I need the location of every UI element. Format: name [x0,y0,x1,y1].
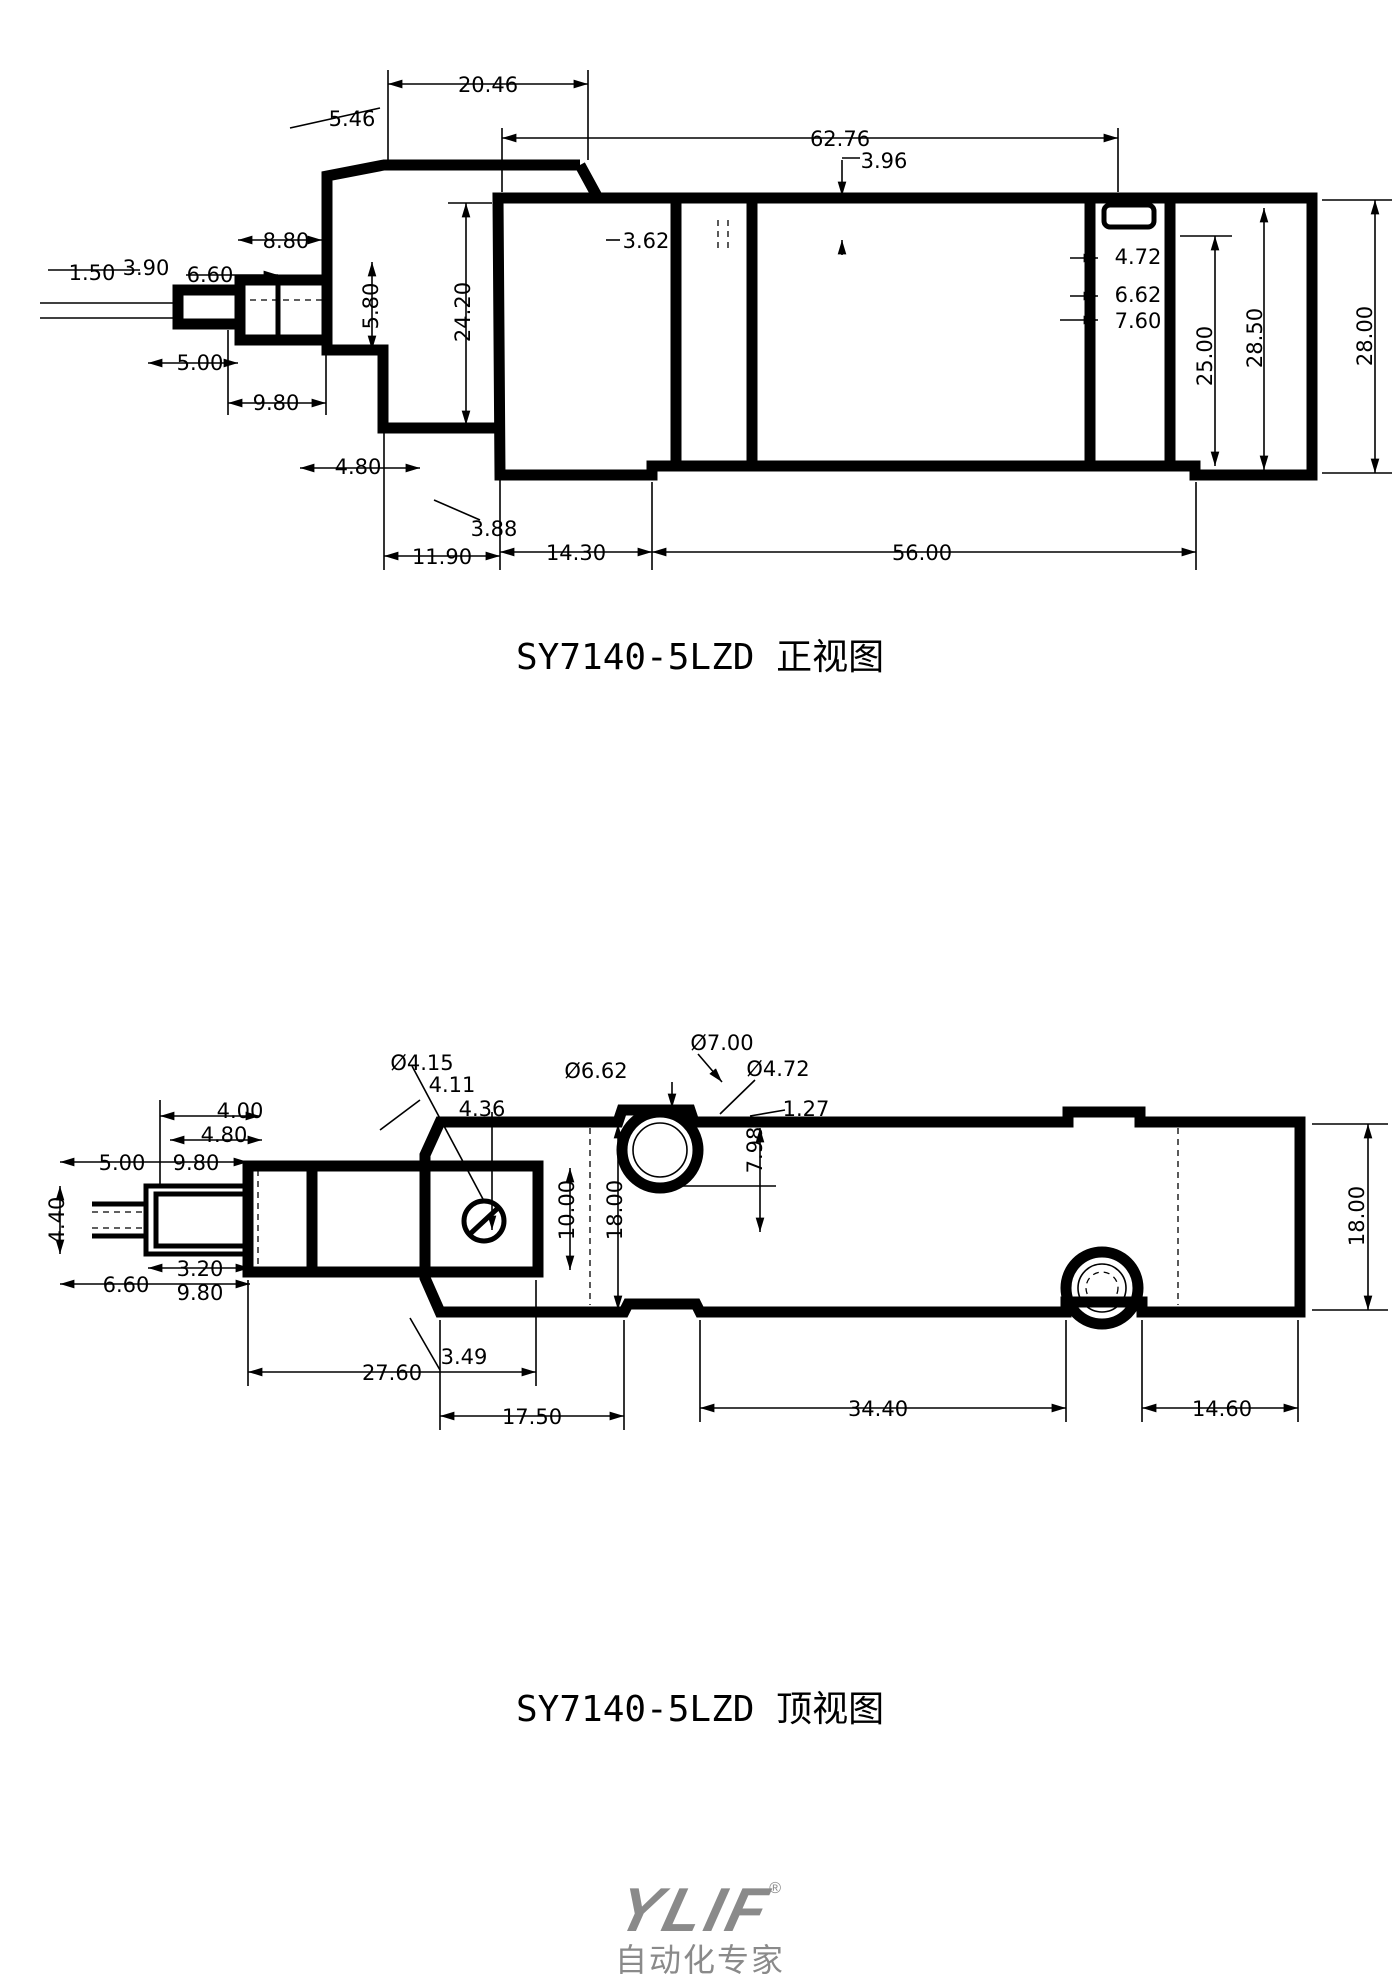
logo-tagline: 自动化专家 [614,1941,785,1979]
front-outline [172,159,1318,481]
company-logo: YLIF® 自动化专家 [590,1876,810,1978]
dimension-label: 4.40 [45,1197,69,1244]
dimension-label: 14.30 [546,541,606,565]
top-outline [92,1104,1306,1330]
dimension-label: 3.90 [123,256,170,280]
dimension-label: 9.80 [253,391,300,415]
dimension-label: 20.46 [458,73,518,97]
dimension-label: 10.00 [555,1180,579,1240]
dimension-label: 7.98 [743,1127,767,1174]
front-dimension-lines [40,70,1392,570]
dimension-label: 18.00 [1345,1186,1369,1246]
dimension-label: 34.40 [848,1397,908,1421]
dimension-label: 3.62 [623,229,670,253]
dimension-label: 17.50 [502,1405,562,1429]
dimension-label: 3.20 [177,1257,224,1281]
dimension-label: 18.00 [603,1180,627,1240]
dimension-label: 1.27 [783,1097,830,1121]
dimension-label: Ø7.00 [690,1031,753,1055]
dimension-label: 9.80 [173,1151,220,1175]
dimension-label: 11.90 [412,545,472,569]
dimension-label: 3.88 [471,517,518,541]
dimension-label: 4.00 [217,1099,264,1123]
dimension-label: 8.80 [263,229,310,253]
logo-mark: YLIF [610,1876,778,1945]
dimension-label: 6.62 [1115,283,1162,307]
dimension-label: 28.50 [1243,308,1267,368]
dimension-label: 7.60 [1115,309,1162,333]
dimension-label: 62.76 [810,127,870,151]
dimension-label: 5.00 [177,351,224,375]
front-view-caption: SY7140-5LZD 正视图 [516,637,885,678]
dimension-label: 4.36 [459,1097,506,1121]
dimension-label: 5.00 [99,1151,146,1175]
dimension-label: 25.00 [1193,326,1217,386]
top-dimension-lines [55,1053,1388,1430]
dimension-label: 1.50 [69,261,116,285]
dimension-label: 4.80 [201,1123,248,1147]
dimension-label: 28.00 [1353,306,1377,366]
dimension-label: Ø4.72 [746,1057,809,1081]
front-dimension-labels: 20.46 5.46 62.763.96 3.62 8.80 1.50 3.90 6.60 5.… [69,73,1377,569]
registered-mark: ® [769,1880,782,1897]
dimension-label: 27.60 [362,1361,422,1385]
dimension-label: 6.60 [187,263,234,287]
dimension-label: 3.49 [441,1345,488,1369]
dimension-label: 9.80 [177,1281,224,1305]
dimension-label: 4.80 [335,455,382,479]
dimension-label: 24.20 [451,282,475,342]
dimension-label: 56.00 [892,541,952,565]
dimension-label: Ø6.62 [564,1059,627,1083]
dimension-label: 3.96 [861,149,908,173]
front-view: 20.46 5.46 62.763.96 3.62 8.80 1.50 3.90 6.60 5.… [40,70,1392,570]
dimension-label: 14.60 [1192,1397,1252,1421]
dimension-label: 4.72 [1115,245,1162,269]
dimension-label: Ø4.15 [390,1051,453,1075]
dimension-label: 5.46 [329,107,376,131]
dimension-label: 5.80 [359,283,383,330]
dimension-label: 6.60 [103,1273,150,1297]
top-view-caption: SY7140-5LZD 顶视图 [516,1689,885,1730]
dimension-label: 4.11 [429,1073,476,1097]
